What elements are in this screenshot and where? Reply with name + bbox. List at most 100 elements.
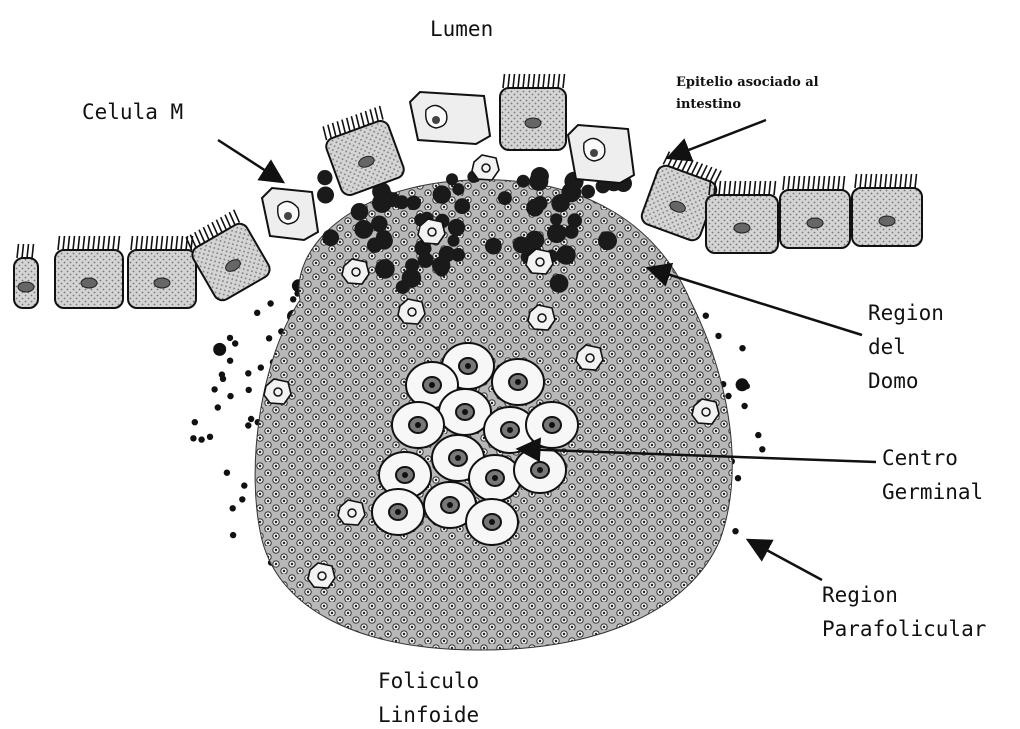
lymphocyte-dot bbox=[759, 446, 765, 452]
dome-lymphocyte bbox=[354, 220, 373, 239]
lymphocyte-dot bbox=[232, 340, 238, 346]
dome-lymphocyte bbox=[376, 232, 393, 249]
enterocyte-nucleus bbox=[807, 218, 823, 228]
dome-lymphocyte bbox=[547, 224, 566, 243]
enterocyte-nucleus bbox=[525, 118, 541, 128]
lymphocyte-dot bbox=[227, 393, 233, 399]
dome-lymphocyte bbox=[446, 173, 458, 185]
germinal-cell-nucleolus bbox=[447, 502, 453, 508]
microvilli bbox=[709, 181, 776, 195]
germinal-cell-nucleolus bbox=[395, 509, 401, 515]
lymphocyte-dot bbox=[207, 434, 213, 440]
label-foliculo-linfoide: Foliculo Linfoide bbox=[378, 664, 479, 729]
m-cell bbox=[410, 92, 490, 144]
lymphocyte-dot bbox=[213, 343, 226, 356]
germinal-cell-nucleolus bbox=[489, 519, 495, 525]
enterocyte-nucleus bbox=[154, 278, 170, 288]
lymphocyte-dot bbox=[227, 335, 233, 341]
lymphocyte-dot bbox=[254, 310, 260, 316]
dome-lymphocyte bbox=[448, 235, 460, 247]
lymphocyte-dot bbox=[239, 496, 245, 502]
lymphocyte-dot bbox=[241, 482, 247, 488]
dome-lymphocyte bbox=[526, 199, 544, 217]
lymphocyte-dot bbox=[735, 475, 741, 481]
lymphocyte-dot bbox=[744, 383, 750, 389]
enterocyte-nucleus bbox=[734, 223, 750, 233]
dome-lymphocyte bbox=[448, 219, 465, 236]
lymphocyte-dot bbox=[224, 470, 230, 476]
m-cell-nucleus bbox=[590, 149, 598, 157]
lymphocyte-dot bbox=[732, 528, 738, 534]
label-region-parafolicular: Region Parafolicular bbox=[822, 578, 986, 646]
dome-lymphocyte bbox=[598, 231, 617, 250]
microvilli bbox=[783, 176, 845, 190]
lymphocyte-dot bbox=[190, 435, 196, 441]
microvilli bbox=[58, 236, 120, 250]
label-celula-m: Celula M bbox=[82, 95, 183, 129]
lymphocyte-dot bbox=[198, 436, 204, 442]
label-region-del-domo: Region del Domo bbox=[868, 296, 944, 398]
dome-lymphocyte bbox=[406, 196, 421, 211]
germinal-cell-nucleolus bbox=[462, 409, 468, 415]
enterocyte-nucleus bbox=[18, 282, 34, 292]
dome-lymphocyte bbox=[375, 259, 395, 279]
dome-lymphocyte bbox=[454, 198, 470, 214]
label-epitelio-asociado: Epitelio asociado al intestino bbox=[676, 72, 819, 116]
dome-lymphocyte bbox=[452, 183, 464, 195]
lymphocyte-dot bbox=[248, 416, 254, 422]
enterocyte bbox=[852, 174, 922, 246]
arrow-celula-m bbox=[218, 140, 283, 182]
lymphocyte-dot bbox=[230, 505, 236, 511]
germinal-cell-nucleolus bbox=[415, 422, 421, 428]
dome-lymphocyte bbox=[561, 182, 581, 202]
lymphocyte-dot bbox=[715, 333, 721, 339]
arrow-region-parafolicular bbox=[748, 540, 822, 580]
dome-lymphocyte bbox=[550, 274, 569, 293]
dome-lymphocyte bbox=[556, 245, 575, 264]
lymphocyte-dot bbox=[245, 370, 251, 376]
dome-lymphocyte bbox=[581, 185, 595, 199]
enterocyte-nucleus bbox=[879, 216, 895, 226]
dome-lymphocyte bbox=[371, 216, 388, 233]
germinal-cell-nucleolus bbox=[549, 422, 555, 428]
germinal-cell-nucleolus bbox=[507, 427, 513, 433]
arrow-epitelio bbox=[668, 120, 766, 158]
lymphocyte-dot bbox=[725, 393, 731, 399]
dome-lymphocyte bbox=[550, 213, 562, 225]
m-cell-nucleus bbox=[432, 116, 440, 124]
microvilli bbox=[855, 174, 917, 188]
germinal-cell-nucleolus bbox=[429, 382, 435, 388]
lymphocyte-dot bbox=[266, 335, 272, 341]
lymphocyte-dot bbox=[192, 419, 198, 425]
enterocyte bbox=[319, 105, 406, 197]
lymphocyte-dot bbox=[290, 296, 296, 302]
dome-lymphocyte bbox=[433, 185, 451, 203]
dome-lymphocyte bbox=[396, 280, 410, 294]
germinal-cell-nucleolus bbox=[455, 455, 461, 461]
lymphocyte-dot bbox=[215, 404, 221, 410]
m-cell-nucleus bbox=[284, 212, 292, 220]
dome-lymphocyte bbox=[517, 175, 530, 188]
enterocyte bbox=[14, 244, 38, 308]
microvilli bbox=[131, 236, 193, 250]
dome-lymphocyte bbox=[317, 170, 332, 185]
enterocyte bbox=[780, 176, 850, 248]
dome-lymphocyte bbox=[405, 258, 419, 272]
lymphocyte-dot bbox=[245, 422, 251, 428]
lymphocyte-dot bbox=[227, 358, 233, 364]
germinal-cell-nucleolus bbox=[465, 363, 471, 369]
lymphocyte-dot bbox=[739, 345, 745, 351]
lymphocyte-dot bbox=[755, 432, 761, 438]
lymphocyte-dot bbox=[220, 376, 226, 382]
enterocyte bbox=[128, 236, 196, 308]
label-centro-germinal: Centro Germinal bbox=[882, 441, 983, 509]
lymphocyte-dot bbox=[267, 300, 273, 306]
dome-lymphocyte bbox=[378, 188, 392, 202]
germinal-cell-nucleolus bbox=[515, 379, 521, 385]
enterocyte-nucleus bbox=[81, 278, 97, 288]
germinal-cell-nucleolus bbox=[492, 475, 498, 481]
dome-lymphocyte bbox=[351, 203, 369, 221]
microvilli bbox=[17, 244, 34, 258]
lymphocyte-dot bbox=[741, 403, 747, 409]
